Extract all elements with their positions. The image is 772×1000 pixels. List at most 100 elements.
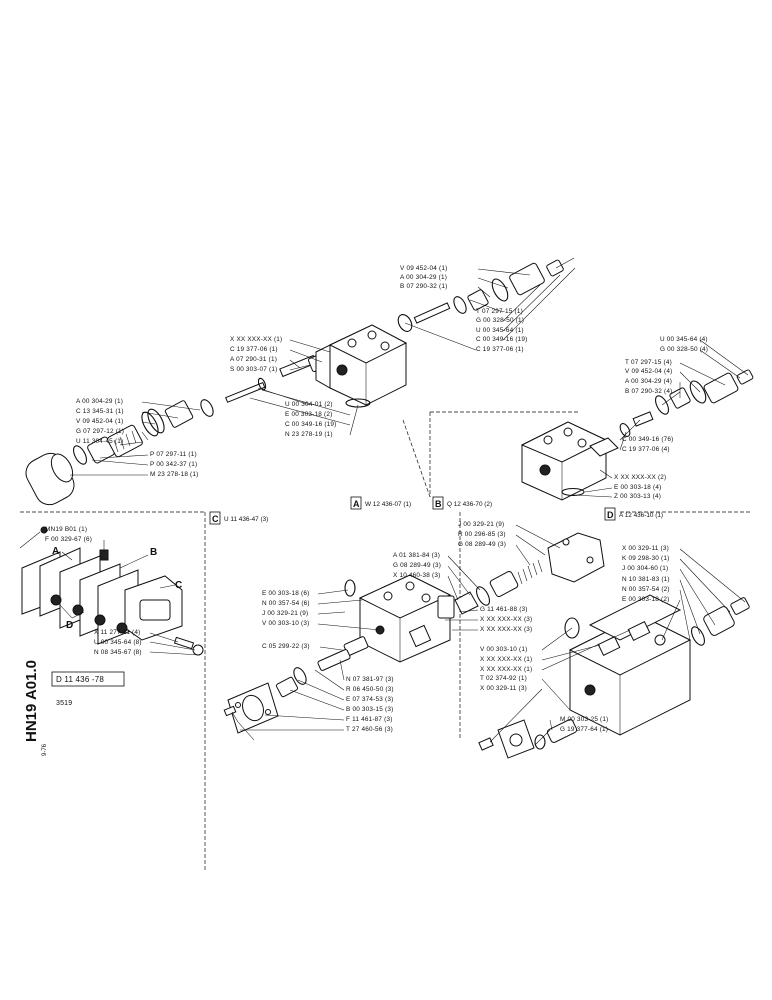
valve-body-c — [358, 574, 455, 663]
valve-body-d — [564, 594, 692, 736]
overview-drawing — [19, 526, 204, 656]
label-a-24: M 23 278-18 (1) — [150, 471, 198, 478]
label-a-01: V 09 452-04 (1) — [400, 265, 447, 272]
sleeve-part — [164, 399, 214, 428]
overview-leaders — [59, 540, 201, 656]
label-d-08: X XX XXX-XX (1) — [480, 656, 532, 663]
label-c-20: T 27 460-56 (3) — [346, 726, 393, 733]
overview-label-1: MN19 B01 (1) — [45, 526, 87, 533]
label-a-03: B 07 290-32 (1) — [400, 283, 447, 290]
label-c-15: N 07 381-97 (3) — [346, 676, 394, 683]
overview-label-5: N 08 345-67 (8) — [94, 649, 142, 656]
label-b-07: C 00 349-16 (76) — [622, 436, 674, 443]
drawing-number: D 11 436 -78 — [56, 675, 104, 684]
label-c-17: E 07 374-53 (3) — [346, 696, 393, 703]
group-c-leaders — [231, 524, 561, 741]
label-c-11: G 08 289-49 (3) — [458, 541, 506, 548]
page-number: 3519 — [56, 700, 72, 707]
label-b-09: X XX XXX-XX (2) — [614, 474, 666, 481]
label-a-06: U 00 345-64 (1) — [476, 327, 524, 334]
label-b-06: B 07 290-32 (4) — [625, 388, 672, 395]
label-b-10: E 00 303-18 (4) — [614, 484, 661, 491]
overview-letter-b: B — [150, 547, 157, 558]
model-code: HN19 A01.0 — [23, 660, 40, 742]
overview-label-3: X 11 277-11 (4) — [94, 629, 140, 636]
group-b-labels: U 00 345-64 (4) G 00 328-50 (4) T 07 297… — [614, 336, 708, 500]
overview-letter-a: A — [52, 546, 59, 557]
group-a-leaders — [70, 267, 576, 476]
label-a-18: C 13 345-31 (1) — [76, 408, 124, 415]
spring-cartridge-c — [344, 532, 605, 615]
title-block: HN19 A01.0 9-76 D 11 436 -78 3519 — [23, 660, 125, 756]
label-d-11: X 00 329-11 (3) — [480, 685, 527, 692]
label-a-11: A 07 290-31 (1) — [230, 356, 277, 363]
section-header-c: C U 11 436-47 (3) — [209, 511, 268, 525]
cartridge-b — [619, 369, 754, 438]
cartridge-d — [691, 597, 750, 646]
label-b-01: U 00 345-64 (4) — [660, 336, 708, 343]
dashed-separators — [20, 411, 752, 870]
label-a-21: U 11 304-45 (1) — [76, 438, 123, 445]
label-d-09: X XX XXX-XX (1) — [480, 666, 532, 673]
label-d-01: X 00 329-11 (3) — [622, 545, 669, 552]
valve-body-b — [520, 421, 619, 501]
label-a-02: A 00 304-29 (1) — [400, 274, 447, 281]
overview-letter-c1: D — [66, 620, 73, 631]
label-c-13: X XX XXX-XX (3) — [480, 616, 532, 623]
label-a-14: E 00 303-18 (2) — [285, 411, 332, 418]
label-d-06: E 00 303-18 (2) — [622, 596, 669, 603]
group-b-drawing — [520, 369, 754, 501]
overview-letter-d: C — [175, 580, 182, 591]
spool-end-part — [397, 257, 575, 332]
section-d-code: A 12 436-10 (1) — [619, 512, 663, 519]
label-c-12: G 11 461-88 (3) — [480, 606, 528, 613]
section-c-code: U 11 436-47 (3) — [224, 516, 268, 523]
valve-body-a — [315, 324, 408, 408]
washer-part — [73, 445, 87, 465]
cover-plate-c — [223, 682, 279, 734]
group-c-labels: E 00 303-18 (6) N 00 357-54 (6) J 00 329… — [262, 521, 532, 733]
label-a-08: C 19 377-06 (1) — [476, 346, 524, 353]
section-a-letter: A — [353, 499, 360, 509]
label-a-17: A 00 304-29 (1) — [76, 398, 123, 405]
label-c-07: G 08 289-49 (3) — [393, 562, 441, 569]
label-a-10: C 19 377-06 (1) — [230, 346, 278, 353]
label-d-02: K 09 298-30 (1) — [622, 555, 669, 562]
label-c-18: B 00 303-15 (3) — [346, 706, 393, 713]
label-c-19: F 11 461-87 (3) — [346, 716, 393, 723]
group-b-leaders — [572, 339, 749, 498]
group-a-drawing — [25, 257, 575, 506]
section-d-letter: D — [607, 510, 614, 520]
label-c-05: C 05 299-22 (3) — [262, 643, 310, 650]
section-c-letter: C — [212, 514, 219, 524]
label-b-03: T 07 297-15 (4) — [625, 359, 672, 366]
overview-label-4: U 00 345-64 (8) — [94, 639, 142, 646]
pin-part — [225, 377, 267, 403]
label-c-03: J 00 329-21 (9) — [262, 610, 308, 617]
label-d-13: G 19 377-64 (1) — [560, 726, 608, 733]
label-d-04: N 10 381-83 (1) — [622, 576, 670, 583]
section-header-d: D A 12 436-10 (1) — [604, 507, 663, 521]
section-header-a: A W 12 436-07 (1) — [350, 496, 411, 510]
label-c-08: X 10 460-38 (3) — [393, 572, 440, 579]
overview-labels: MN19 B01 (1) F 00 329-67 (6) A B C D C X… — [45, 526, 182, 656]
label-c-01: E 00 303-18 (6) — [262, 590, 309, 597]
label-a-04: T 07 297-15 (1) — [476, 308, 523, 315]
label-a-13: U 00 304-01 (2) — [285, 401, 333, 408]
section-a-code: W 12 436-07 (1) — [365, 501, 411, 508]
label-b-11: Z 00 303-13 (4) — [614, 493, 661, 500]
label-a-19: V 09 452-04 (1) — [76, 418, 123, 425]
label-b-08: C 19 377-06 (4) — [622, 446, 670, 453]
group-a-labels: V 09 452-04 (1) A 00 304-29 (1) B 07 290… — [76, 265, 528, 478]
date-code: 9-76 — [42, 743, 48, 756]
label-c-02: N 00 357-54 (6) — [262, 600, 310, 607]
label-a-16: N 23 278-19 (1) — [285, 431, 333, 438]
label-a-15: C 00 349-16 (19) — [285, 421, 337, 428]
label-d-03: J 00 304-60 (1) — [622, 565, 668, 572]
label-a-12: S 00 303-07 (1) — [230, 366, 277, 373]
label-b-02: G 00 328-50 (4) — [660, 346, 708, 353]
section-b-code: Q 12 436-70 (2) — [447, 501, 492, 508]
group-d-labels: X 00 329-11 (3) K 09 298-30 (1) J 00 304… — [480, 545, 670, 733]
label-a-07: C 00 349-16 (19) — [476, 336, 528, 343]
